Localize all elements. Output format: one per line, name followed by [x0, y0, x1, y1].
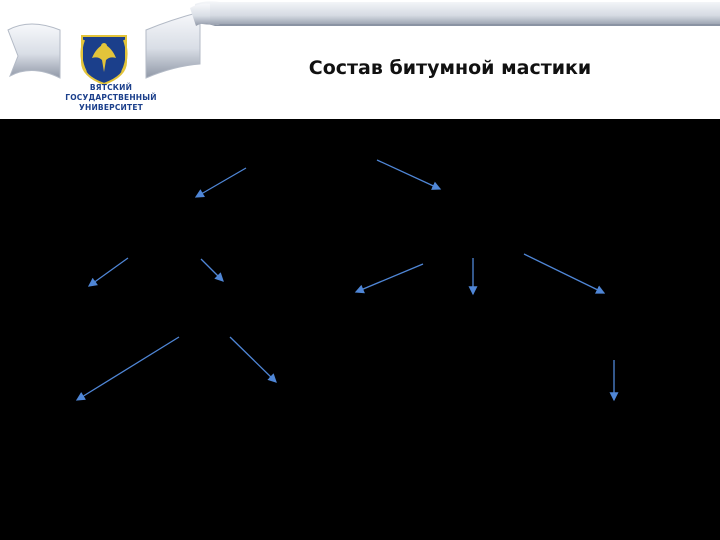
- university-name-line-1: ВЯТСКИЙ: [89, 83, 133, 92]
- arrow-5: [354, 263, 424, 294]
- arrow-7: [523, 253, 606, 294]
- logo-graphic: [7, 3, 212, 86]
- slide-title: Состав битумной мастики: [308, 57, 592, 79]
- arrow-3: [87, 257, 129, 287]
- composition-diagram: [75, 159, 619, 402]
- arrow-4: [200, 258, 224, 282]
- arrow-9: [229, 336, 277, 383]
- header-ribbon: [195, 1, 720, 26]
- arrow-2: [376, 159, 442, 190]
- arrow-8: [75, 336, 180, 401]
- arrow-1: [194, 167, 247, 198]
- slide-header: ВЯТСКИЙ ГОСУДАРСТВЕННЫЙ УНИВЕРСИТЕТ Сост…: [0, 0, 720, 119]
- university-name-line-2: ГОСУДАРСТВЕННЫЙ: [65, 93, 157, 102]
- university-name-line-3: УНИВЕРСИТЕТ: [78, 103, 143, 112]
- university-logo: ВЯТСКИЙ ГОСУДАРСТВЕННЫЙ УНИВЕРСИТЕТ: [0, 0, 212, 119]
- university-name: ВЯТСКИЙ ГОСУДАРСТВЕННЫЙ УНИВЕРСИТЕТ: [44, 83, 178, 113]
